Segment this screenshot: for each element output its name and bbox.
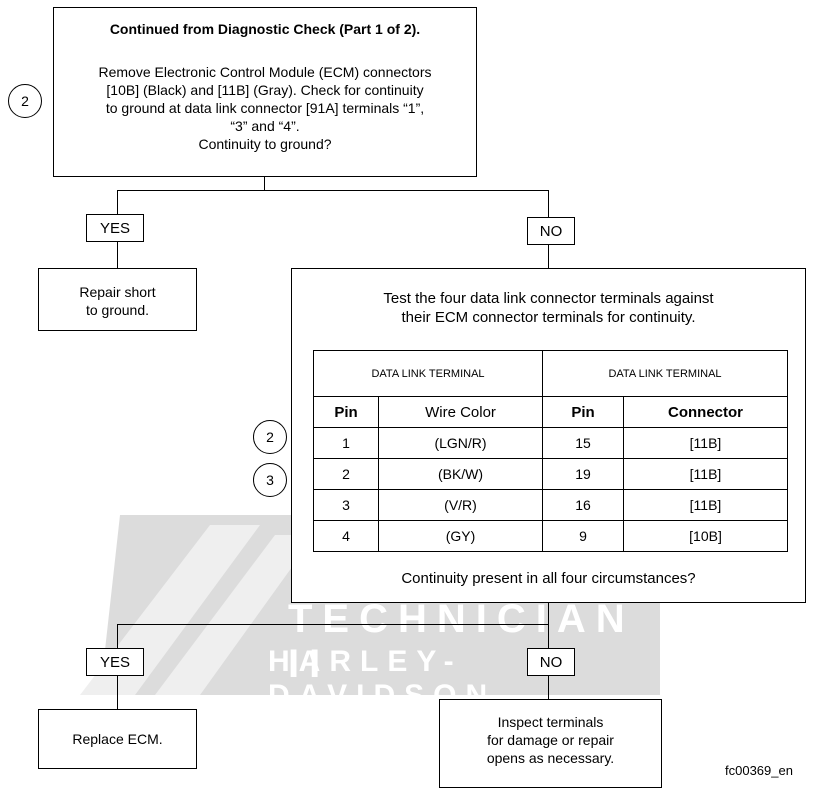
table-cell: (V/R) xyxy=(378,489,543,521)
connector-line xyxy=(548,603,549,625)
test-line-1: Test the four data link connector termin… xyxy=(383,290,714,307)
inspect-line-2: for damage or repair xyxy=(487,732,614,748)
top-step-line-4: “3” and “4”. xyxy=(230,118,300,134)
table-cell: 19 xyxy=(542,458,624,490)
figure-id: fc00369_en xyxy=(725,763,793,778)
test-question: Continuity present in all four circumsta… xyxy=(401,570,696,587)
top-step-box: Continued from Diagnostic Check (Part 1 … xyxy=(53,7,477,177)
table-cell: [10B] xyxy=(623,520,788,552)
callout-row-2: 3 xyxy=(253,463,287,497)
table-cell: (LGN/R) xyxy=(378,427,543,459)
top-step-line-3: to ground at data link connector [91A] t… xyxy=(105,100,425,116)
top-step-text: Remove Electronic Control Module (ECM) c… xyxy=(54,63,476,153)
top-step-title: Continued from Diagnostic Check (Part 1 … xyxy=(109,21,421,37)
connector-line xyxy=(117,190,549,191)
connector-line xyxy=(117,624,549,625)
watermark-text-2: HARLEY-DAVIDSON xyxy=(268,645,497,712)
replace-ecm-text: Replace ECM. xyxy=(72,731,163,747)
table-cell: 4 xyxy=(313,520,379,552)
table-cell: 9 xyxy=(542,520,624,552)
connector-line xyxy=(264,177,265,191)
top-step-line-2: [10B] (Black) and [11B] (Gray). Check fo… xyxy=(106,82,424,98)
yes-label-1: YES xyxy=(86,214,144,242)
inspect-line-3: opens as necessary. xyxy=(486,750,615,766)
table-cell: 15 xyxy=(542,427,624,459)
no-label-1: NO xyxy=(527,217,575,245)
table-col-header: Wire Color xyxy=(378,396,543,428)
table-col-header: Pin xyxy=(542,396,624,428)
yes-label-2: YES xyxy=(86,648,144,676)
table-row: 3 (V/R) 16 [11B] xyxy=(313,489,788,521)
repair-short-box: Repair short to ground. xyxy=(38,268,197,331)
table-group-header: DATA LINK TERMINAL xyxy=(542,350,788,397)
replace-ecm-box: Replace ECM. xyxy=(38,709,197,769)
table-row: 4 (GY) 9 [10B] xyxy=(313,520,788,552)
top-step-line-5: Continuity to ground? xyxy=(198,136,332,152)
watermark-text-1: TECHNICIAN II xyxy=(288,597,635,686)
table-row: 1 (LGN/R) 15 [11B] xyxy=(313,427,788,459)
table-col-header: Pin xyxy=(313,396,379,428)
callout-top: 2 xyxy=(8,84,42,118)
table-cell: 2 xyxy=(313,458,379,490)
table-row: 2 (BK/W) 19 [11B] xyxy=(313,458,788,490)
table-cell: [11B] xyxy=(623,458,788,490)
repair-line-2: to ground. xyxy=(85,302,150,318)
terminal-table: DATA LINK TERMINAL DATA LINK TERMINAL Pi… xyxy=(313,350,788,552)
table-cell: [11B] xyxy=(623,489,788,521)
inspect-terminals-box: Inspect terminals for damage or repair o… xyxy=(439,699,662,788)
table-col-header: Connector xyxy=(623,396,788,428)
table-cell: [11B] xyxy=(623,427,788,459)
test-step-box: Test the four data link connector termin… xyxy=(291,268,806,603)
table-cell: (BK/W) xyxy=(378,458,543,490)
table-cell: 1 xyxy=(313,427,379,459)
top-step-line-1: Remove Electronic Control Module (ECM) c… xyxy=(98,64,432,80)
no-label-2: NO xyxy=(527,648,575,676)
inspect-line-1: Inspect terminals xyxy=(497,714,604,730)
repair-line-1: Repair short xyxy=(79,284,156,300)
callout-row-1: 2 xyxy=(253,420,287,454)
test-line-2: their ECM connector terminals for contin… xyxy=(401,309,696,326)
table-group-header: DATA LINK TERMINAL xyxy=(313,350,543,397)
table-cell: 16 xyxy=(542,489,624,521)
repair-short-text: Repair short to ground. xyxy=(39,283,196,319)
test-step-text: Test the four data link connector termin… xyxy=(292,289,805,327)
table-cell: (GY) xyxy=(378,520,543,552)
table-cell: 3 xyxy=(313,489,379,521)
inspect-terminals-text: Inspect terminals for damage or repair o… xyxy=(440,713,661,767)
